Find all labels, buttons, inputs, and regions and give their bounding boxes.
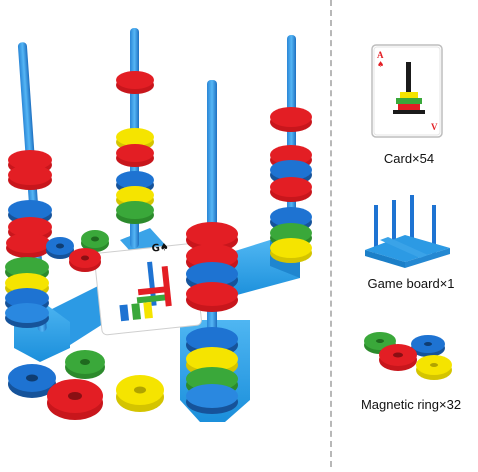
loose-rings — [8, 230, 164, 420]
card-corner-rank-bottom: V — [431, 122, 438, 132]
playing-card-on-board: G♠ — [93, 242, 202, 336]
card-item-illustration — [371, 44, 443, 138]
ring-stack-back — [116, 71, 154, 224]
ring-stack-left — [5, 150, 52, 328]
card-count-label: Card×54 — [383, 151, 435, 166]
magnetic-ring-count-label: Magnetic ring×32 — [360, 397, 462, 412]
ring-stack-right — [270, 107, 312, 263]
game-board-count-label: Game board×1 — [367, 276, 455, 291]
card-corner-suit: ♠ — [377, 60, 384, 69]
svg-text:G♠: G♠ — [151, 242, 169, 255]
game-board-illustration — [365, 195, 450, 268]
card-corner-rank: A — [377, 50, 384, 60]
ring-stack-center — [186, 222, 238, 414]
dashed-divider — [330, 0, 332, 467]
game-set-scene: G♠ — [5, 28, 312, 422]
magnetic-ring-illustration — [364, 332, 452, 380]
